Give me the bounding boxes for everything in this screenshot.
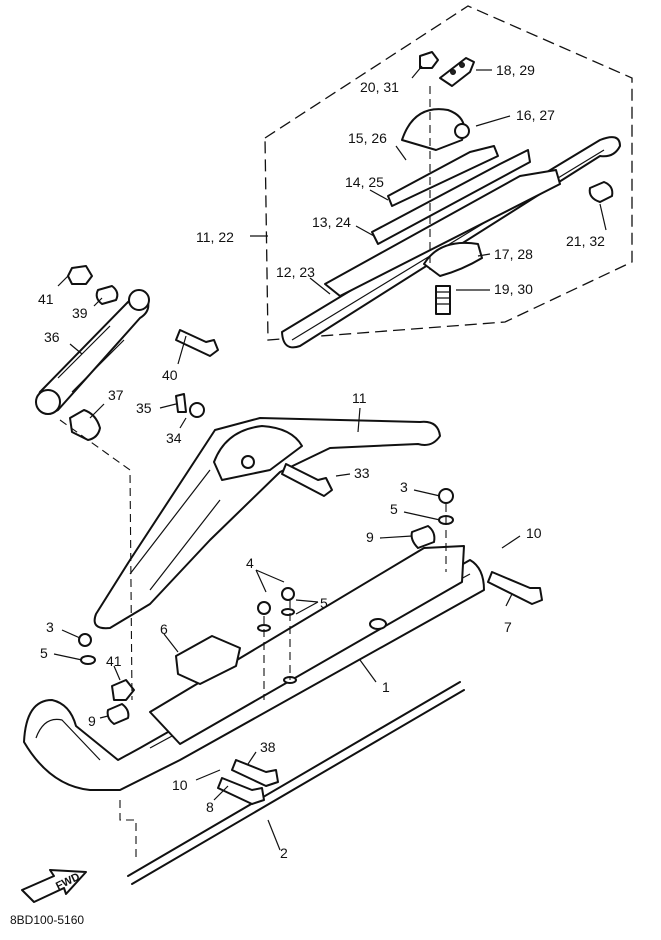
callout-33: 33 xyxy=(354,465,370,481)
bolt-40 xyxy=(175,329,219,357)
clamp-17 xyxy=(423,241,483,277)
callout-19-30: 19, 30 xyxy=(494,281,533,297)
callout-5-left: 5 xyxy=(40,645,48,661)
nut-3-left xyxy=(78,633,92,647)
callout-14-25: 14, 25 xyxy=(345,174,384,190)
shock-absorber-group xyxy=(35,265,219,441)
callout-34: 34 xyxy=(166,430,182,446)
callout-17-28: 17, 28 xyxy=(494,246,533,262)
bolt-8 xyxy=(217,777,265,805)
washer-5-left xyxy=(80,655,96,665)
nut-41-upper xyxy=(67,265,93,285)
callout-37: 37 xyxy=(108,387,124,403)
callout-11-22: 11, 22 xyxy=(196,229,234,245)
callout-35: 35 xyxy=(136,400,152,416)
callout-5-right: 5 xyxy=(390,501,398,517)
callout-4: 4 xyxy=(246,555,254,571)
inset-boundary xyxy=(264,5,633,341)
callout-10-right: 10 xyxy=(526,525,542,541)
nut-41-lower xyxy=(111,679,135,701)
callout-3-left: 3 xyxy=(46,619,54,635)
callout-12-23: 12, 23 xyxy=(276,264,315,280)
bushing-9-right xyxy=(410,525,436,549)
ski-1 xyxy=(23,419,543,885)
runner-2 xyxy=(127,681,461,877)
callout-13-24: 13, 24 xyxy=(312,214,351,230)
callout-8: 8 xyxy=(206,799,214,815)
leaf-spring-11 xyxy=(93,393,441,630)
callout-18-29: 18, 29 xyxy=(496,62,535,78)
callout-3-right: 3 xyxy=(400,479,408,495)
callout-41-upper: 41 xyxy=(38,291,54,307)
callout-41-lower: 41 xyxy=(106,653,122,669)
leader-lines xyxy=(53,65,607,851)
callout-7: 7 xyxy=(504,619,512,635)
bushing-9-lower xyxy=(106,703,130,725)
bracket-6 xyxy=(175,635,241,685)
nut-20 xyxy=(419,51,439,69)
callout-1: 1 xyxy=(382,679,390,695)
clamp-18 xyxy=(439,57,475,87)
callout-36: 36 xyxy=(44,329,60,345)
nut-34 xyxy=(189,402,205,418)
fwd-arrow: FWD xyxy=(21,869,87,903)
callout-9-right: 9 xyxy=(366,529,374,545)
callout-39: 39 xyxy=(72,305,88,321)
callout-2: 2 xyxy=(280,845,288,861)
leaf-13 xyxy=(371,149,531,245)
callout-9-left: 9 xyxy=(88,713,96,729)
callout-20-31: 20, 31 xyxy=(360,79,399,95)
bolt-38 xyxy=(231,759,279,787)
callout-5-middle: 5 xyxy=(320,595,328,611)
callout-10-left: 10 xyxy=(172,777,188,793)
callout-15-26: 15, 26 xyxy=(348,130,387,146)
leaf-12 xyxy=(324,169,561,297)
callout-11: 11 xyxy=(352,390,367,406)
diagram-code: 8BD100-5160 xyxy=(10,913,84,927)
callout-40: 40 xyxy=(162,367,178,383)
callout-labels: 18, 29 20, 31 16, 27 15, 26 14, 25 13, 2… xyxy=(38,62,605,861)
bushing-37 xyxy=(69,409,101,441)
bolt-19 xyxy=(435,285,451,315)
bolt-33 xyxy=(281,463,333,497)
callout-21-32: 21, 32 xyxy=(566,233,605,249)
callout-38: 38 xyxy=(260,739,276,755)
bolt-7 xyxy=(487,571,543,605)
leaf-14 xyxy=(387,145,499,207)
bushing-21 xyxy=(588,181,614,203)
inset-leaf-spring xyxy=(281,51,621,349)
nut-3-right xyxy=(438,488,454,504)
clip-35 xyxy=(175,393,187,413)
callout-16-27: 16, 27 xyxy=(516,107,555,123)
bushing-39 xyxy=(95,285,119,305)
callout-6: 6 xyxy=(160,621,168,637)
